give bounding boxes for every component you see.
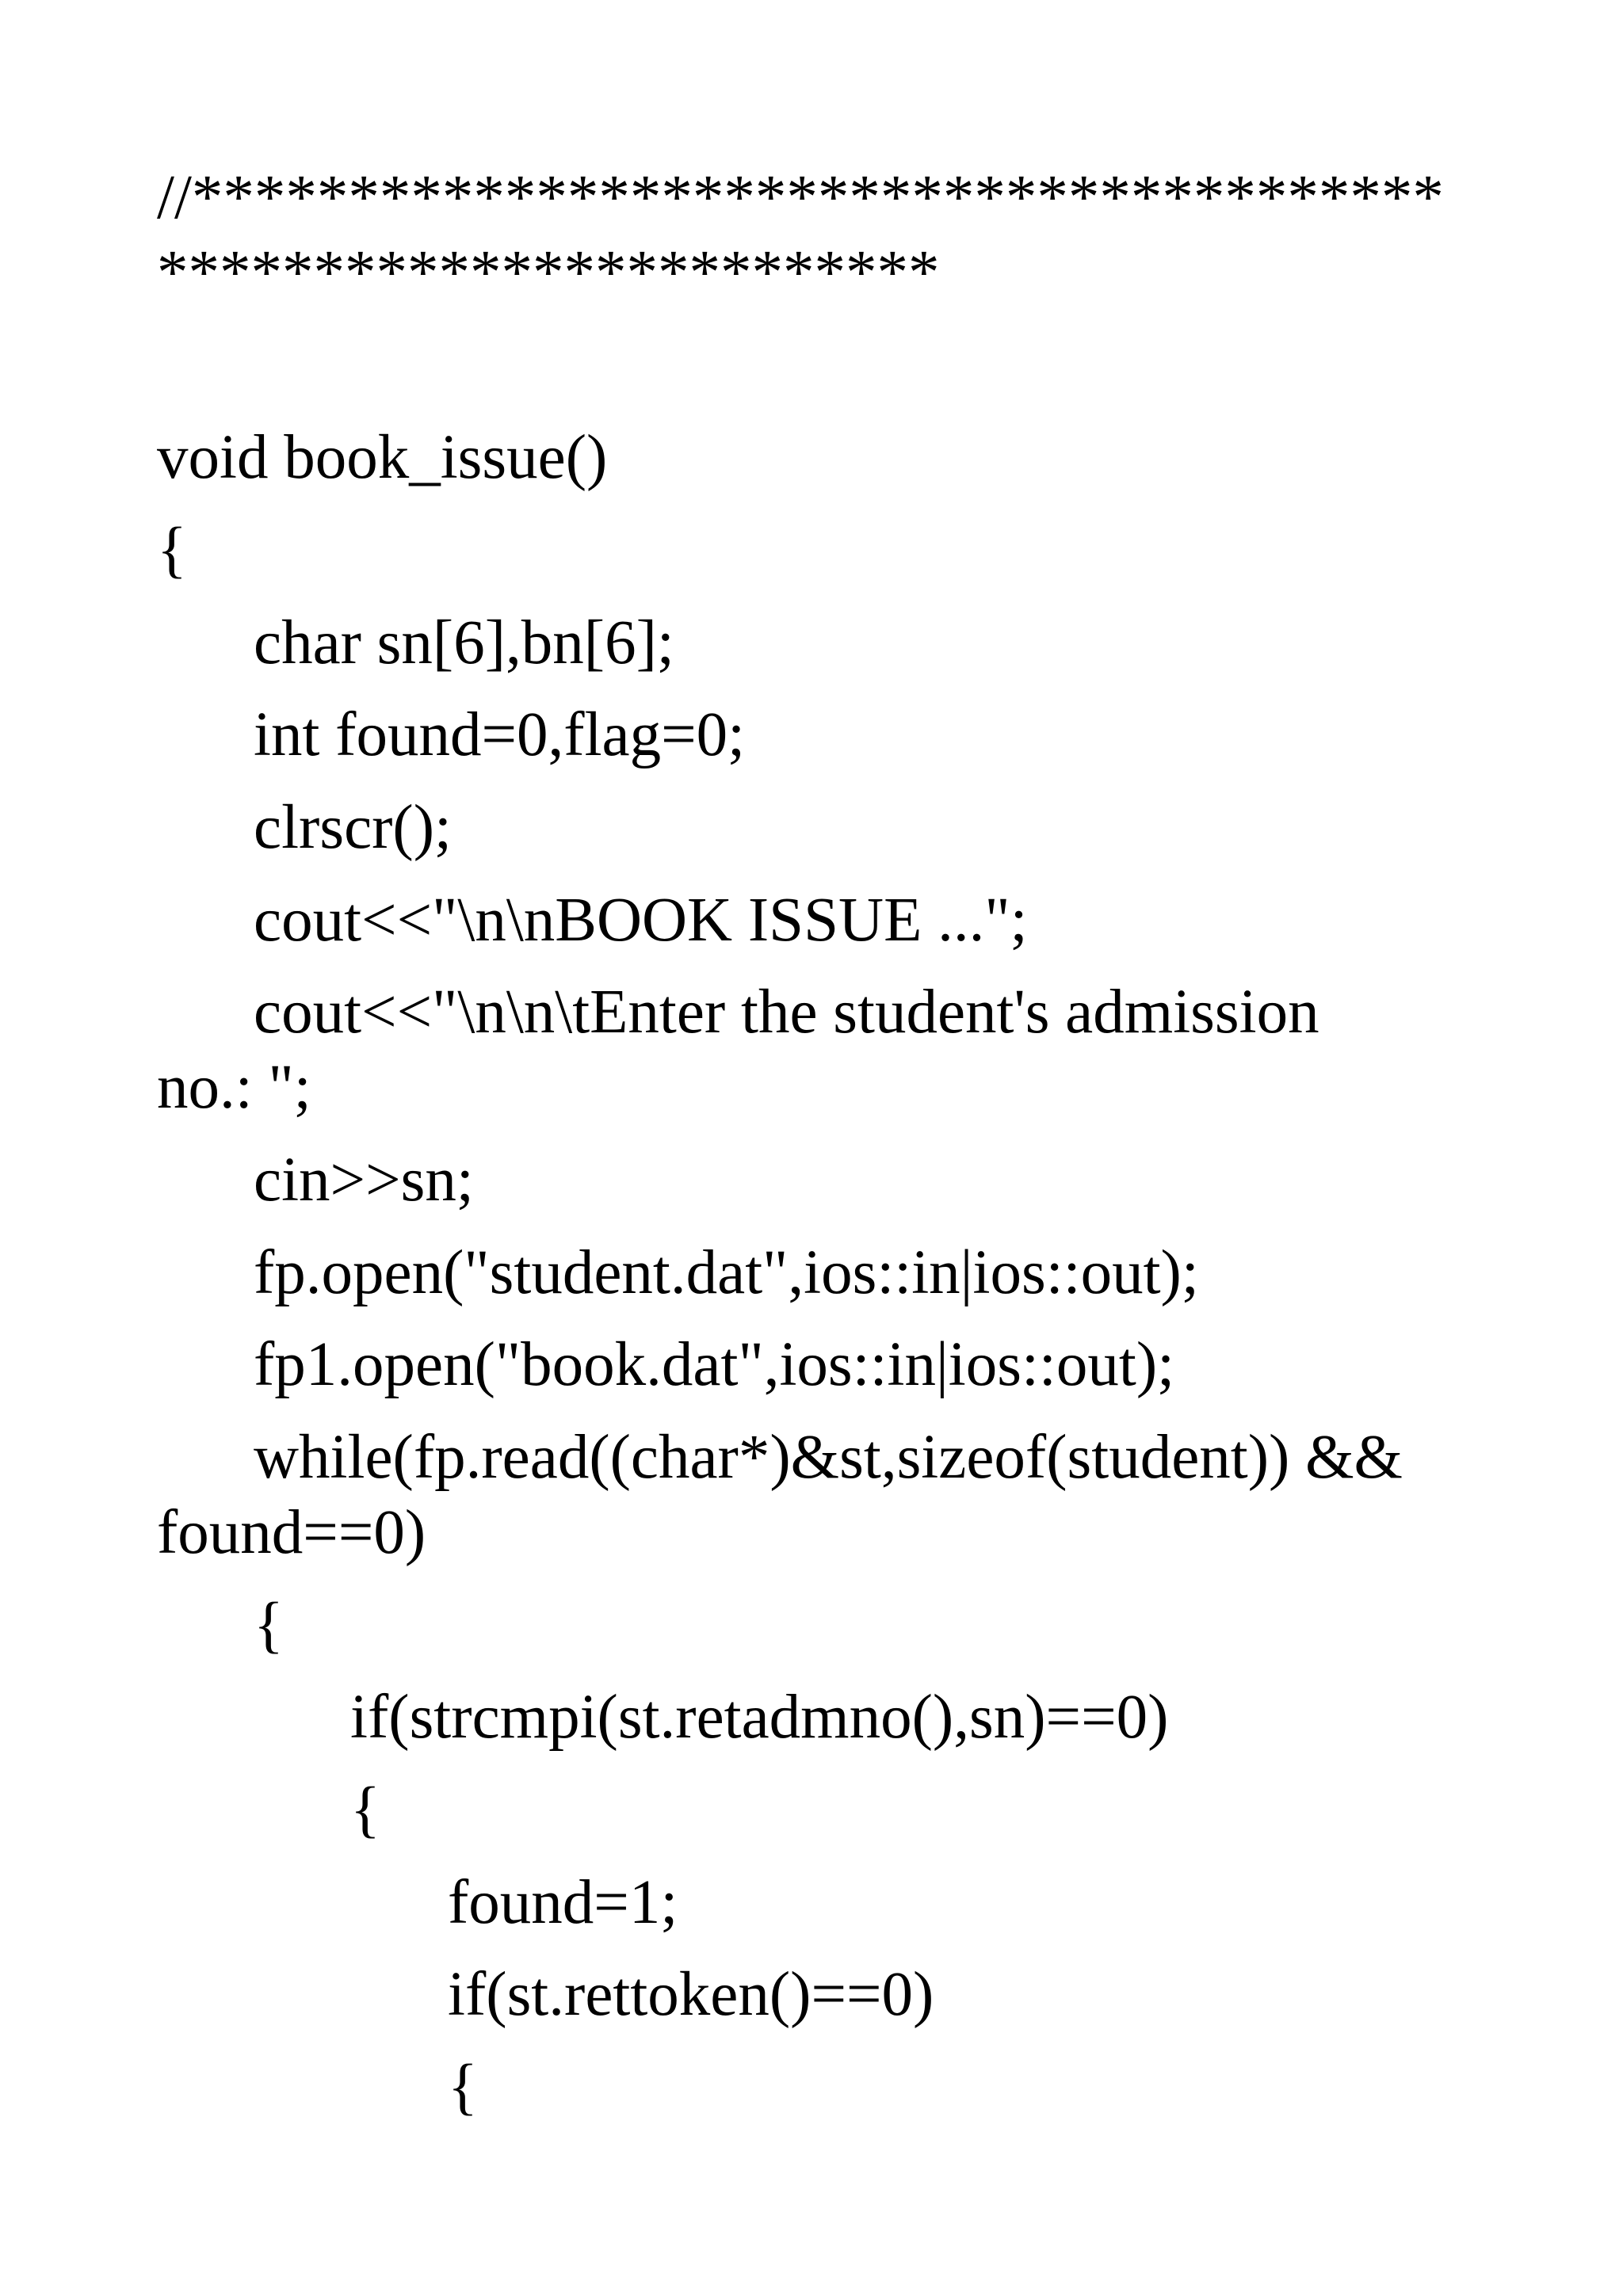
- code-line-clrscr: clrscr();: [254, 793, 452, 862]
- comment-line-2: *************************: [157, 238, 940, 307]
- code-line-int-decl: int found=0,flag=0;: [254, 700, 746, 769]
- code-line-while: while(fp.read((char*)&st,sizeof(student)…: [254, 1423, 1403, 1492]
- open-brace-function: {: [157, 516, 187, 585]
- open-brace-while: {: [254, 1591, 284, 1660]
- code-line-cin: cin>>sn;: [254, 1146, 474, 1215]
- code-line-if-rettoken: if(st.rettoken()==0): [448, 1960, 934, 2029]
- code-line-cout-title: cout<<"\n\nBOOK ISSUE ...";: [254, 886, 1028, 955]
- code-line-cout-prompt: cout<<"\n\n\tEnter the student's admissi…: [254, 978, 1319, 1047]
- code-line-fp-open: fp.open("student.dat",ios::in|ios::out);: [254, 1238, 1199, 1307]
- function-signature: void book_issue(): [157, 423, 608, 492]
- code-line-cout-prompt-wrap: no.: ";: [157, 1053, 311, 1122]
- code-line-fp1-open: fp1.open("book.dat",ios::in|ios::out);: [254, 1330, 1175, 1399]
- code-line-char-decl: char sn[6],bn[6];: [254, 608, 674, 677]
- code-line-found-assign: found=1;: [448, 1868, 678, 1937]
- comment-line-1: //**************************************…: [157, 163, 1444, 232]
- open-brace-if: {: [350, 1775, 380, 1844]
- code-line-while-wrap: found==0): [157, 1498, 426, 1567]
- code-line-if-strcmpi: if(strcmpi(st.retadmno(),sn)==0): [350, 1683, 1169, 1752]
- open-brace-inner-if: {: [448, 2053, 478, 2122]
